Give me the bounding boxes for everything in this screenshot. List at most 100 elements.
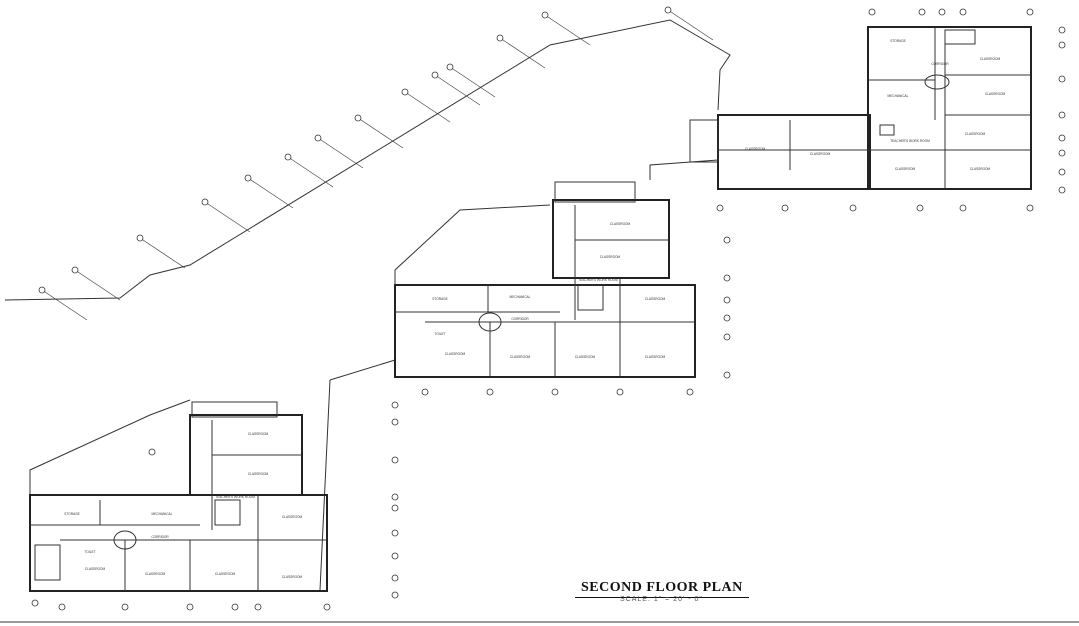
room-label: STORAGE [432,297,448,301]
room-label: TOILET [84,550,95,554]
grid-bubble [401,88,409,96]
room-label: MECHANICAL [888,94,909,98]
grid-line [204,201,251,233]
grid-bubble [723,333,731,341]
room-label: CLASSROOM [282,575,303,579]
grid-bubble [31,599,39,607]
grid-bubble [723,314,731,322]
room-label: CLASSROOM [895,167,916,171]
grid-bubble [391,529,399,537]
grid-bubble [121,603,129,611]
grid-line [139,237,186,269]
grid-line [317,137,364,169]
room-label: CLASSROOM [985,92,1006,96]
room-label: MECHANICAL [510,295,531,299]
grid-bubble [1058,111,1066,119]
grid-bubble [254,603,262,611]
grid-bubble [148,448,156,456]
room-label: CLASSROOM [248,432,269,436]
grid-line [74,269,121,301]
grid-bubble [391,493,399,501]
room-label: STORAGE [64,512,80,516]
room-label: TEACHER'S WORK ROOM [578,278,618,282]
drawing-title: SECOND FLOOR PLAN [575,580,749,598]
grid-bubble [391,574,399,582]
grid-bubble [71,266,79,274]
grid-line [499,37,546,69]
room-label: CLASSROOM [745,147,766,151]
room-label: CORRIDOR [931,62,949,66]
grid-bubble [391,418,399,426]
room-label: CLASSROOM [445,352,466,356]
room-label: CLASSROOM [645,355,666,359]
grid-bubble [1058,168,1066,176]
grid-bubble [496,34,504,42]
grid-bubble [541,11,549,19]
grid-bubble [1058,186,1066,194]
grid-bubble [354,114,362,122]
room-label: CLASSROOM [970,167,991,171]
grid-bubble [716,204,724,212]
grid-bubble [186,603,194,611]
wing-west: STORAGE MECHANICAL CLASSROOM CLASSROOM C… [29,401,328,592]
grid-bubble [1058,134,1066,142]
grid-bubble [723,371,731,379]
room-label: CLASSROOM [610,222,631,226]
grid-bubble [686,388,694,396]
grid-bubble [231,603,239,611]
wing-east: STORAGE MECHANICAL CLASSROOM CLASSROOM C… [689,26,1032,190]
grid-line [449,66,496,98]
grid-bubble [244,174,252,182]
grid-bubble [391,504,399,512]
room-label: CLASSROOM [510,355,531,359]
grid-bubble [938,8,946,16]
grid-bubble [421,388,429,396]
wing-middle: STORAGE MECHANICAL CLASSROOM CLASSROOM C… [394,181,696,378]
room-label: CLASSROOM [85,567,106,571]
room-label: CLASSROOM [810,152,831,156]
grid-bubble [446,63,454,71]
grid-bubble [723,236,731,244]
grid-bubble [1058,41,1066,49]
grid-bubble [849,204,857,212]
room-label: TEACHER'S WORK ROOM [890,139,930,143]
grid-line [544,14,591,46]
room-label: CORRIDOR [511,317,529,321]
grid-bubble [723,296,731,304]
grid-line [434,74,481,106]
site-outline [4,19,731,591]
grid-bubble [1026,8,1034,16]
grid-line [404,91,451,123]
grid-bubble [616,388,624,396]
grid-bubble [201,198,209,206]
grid-bubble [391,591,399,599]
grid-line [41,289,88,321]
grid-bubble [486,388,494,396]
room-label: CORRIDOR [151,535,169,539]
grid-bubble [959,204,967,212]
grid-bubble [664,6,672,14]
room-label: CLASSROOM [980,57,1001,61]
grid-bubble [916,204,924,212]
room-label: STORAGE [890,39,906,43]
grid-bubble [1058,26,1066,34]
diagonal-grid [38,6,714,321]
grid-bubble [58,603,66,611]
grid-line [667,9,714,41]
grid-bubble [1026,204,1034,212]
grid-bubble [391,456,399,464]
room-label: TOILET [434,332,445,336]
grid-bubble [781,204,789,212]
grid-line [247,177,294,209]
grid-bubble [959,8,967,16]
room-label: CLASSROOM [600,255,621,259]
room-label: MECHANICAL [152,512,173,516]
grid-bubble [918,8,926,16]
grid-bubble [323,603,331,611]
grid-bubble [551,388,559,396]
grid-bubble [314,134,322,142]
grid-bubbles [31,8,1066,611]
grid-bubble [284,153,292,161]
